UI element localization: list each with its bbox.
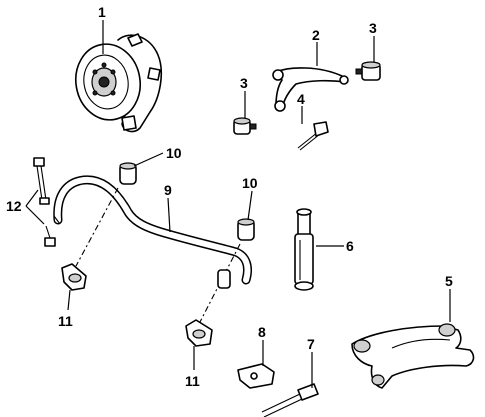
callout-3-left: 3 — [240, 75, 248, 91]
callout-5: 5 — [445, 273, 453, 289]
upper-control-arm — [272, 67, 349, 112]
bushing-right — [355, 61, 381, 81]
callout-2: 2 — [312, 27, 320, 43]
stabilizer-bracket-right — [185, 319, 213, 347]
alignment-line-left — [75, 187, 119, 267]
callout-12: 12 — [6, 198, 22, 214]
callout-10-lower: 10 — [242, 175, 258, 191]
tie-rod — [261, 383, 319, 417]
callout-7: 7 — [307, 336, 315, 352]
callout-11-right: 11 — [185, 373, 200, 389]
stabilizer-link-nut — [44, 225, 56, 247]
shock-absorber — [294, 208, 314, 291]
stabilizer-bracket-left — [61, 263, 87, 291]
ball-joint-bolt — [297, 121, 329, 151]
stabilizer-end-link — [217, 269, 231, 289]
bushing-left — [233, 117, 257, 135]
callout-10-upper: 10 — [166, 145, 182, 161]
callout-11-left: 11 — [58, 313, 73, 329]
callout-3-right: 3 — [369, 20, 377, 36]
stabilizer-bar — [53, 175, 253, 285]
callout-6: 6 — [346, 238, 354, 254]
callout-labels: 1 2 3 3 4 5 6 7 8 9 10 10 11 11 12 — [6, 4, 453, 389]
stabilizer-bushing-upper — [119, 162, 137, 185]
callout-1: 1 — [98, 4, 106, 20]
lower-control-arm — [351, 323, 475, 389]
hub-rotor-assembly — [75, 33, 162, 133]
stabilizer-link-bolt — [33, 157, 50, 205]
callout-9: 9 — [164, 182, 172, 198]
callout-4: 4 — [297, 91, 305, 107]
stabilizer-bushing-lower — [237, 218, 255, 241]
leader-lines — [25, 20, 451, 388]
mounting-bracket — [237, 363, 275, 389]
callout-8: 8 — [258, 324, 266, 340]
